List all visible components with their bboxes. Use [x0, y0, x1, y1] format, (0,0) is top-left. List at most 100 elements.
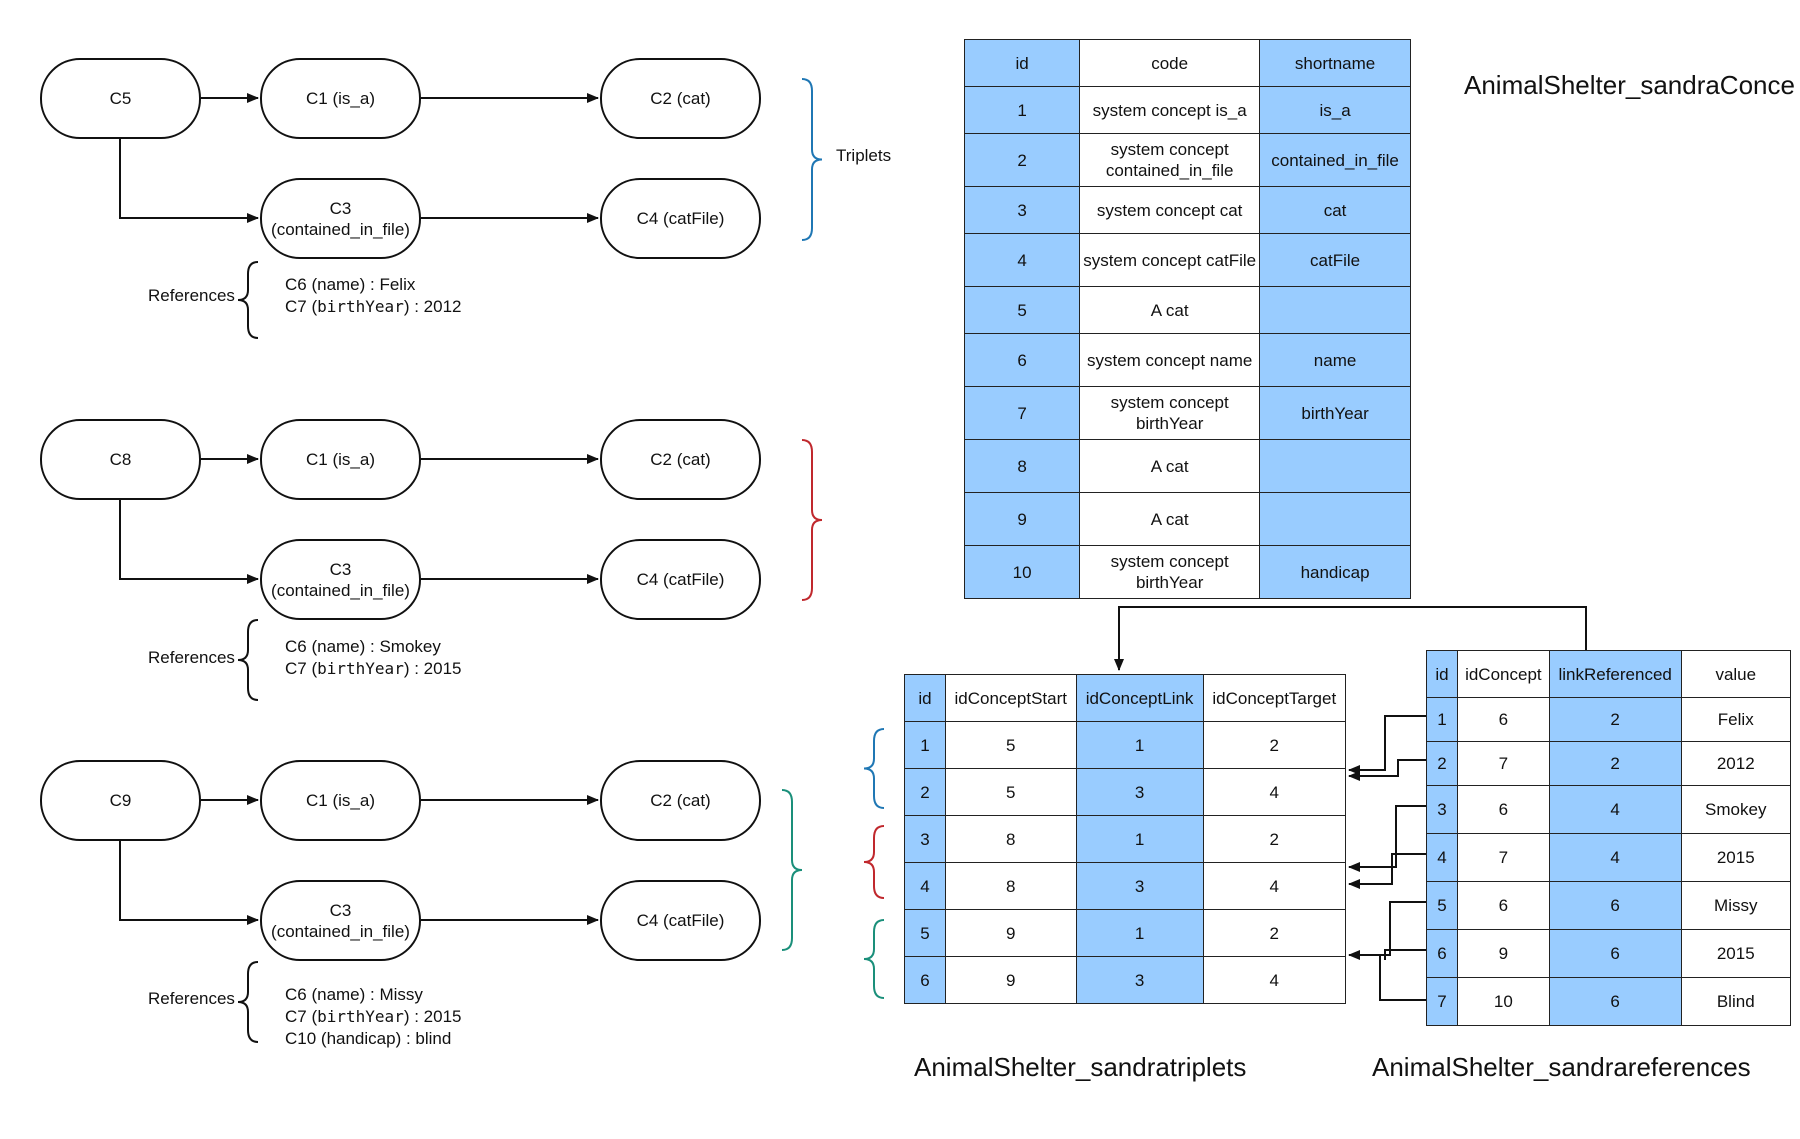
- table-cell: system concept contained_in_file: [1079, 133, 1261, 187]
- table-cell: cat: [1259, 186, 1411, 234]
- reference-mono: birthYear: [317, 297, 404, 316]
- connector-arrow: [1114, 606, 1587, 671]
- table-cell: 8: [963, 439, 1081, 493]
- table-cell: 2: [1548, 697, 1682, 742]
- reference-text: ) : 2012: [403, 297, 462, 316]
- node-label: C4 (catFile): [636, 570, 725, 589]
- table-cell: 10: [963, 545, 1081, 599]
- table-cell: 3: [1426, 785, 1458, 834]
- curly-brace: [863, 919, 885, 999]
- catfile-node: C4 (catFile): [600, 178, 761, 259]
- table-cell: 3: [963, 186, 1081, 234]
- table-cell: 1: [1075, 909, 1204, 957]
- table-cell: 3: [1075, 956, 1204, 1004]
- table-cell: Blind: [1680, 977, 1792, 1026]
- table-cell: A cat: [1079, 286, 1261, 334]
- node-label: (contained_in_file): [271, 219, 410, 239]
- node-label: C1 (is_a): [306, 791, 375, 810]
- reference-text: C6 (name) : Missy: [285, 985, 423, 1004]
- table-cell: handicap: [1259, 545, 1411, 599]
- table-cell: A cat: [1079, 492, 1261, 546]
- table-cell: [1259, 439, 1411, 493]
- node-label: C2 (cat): [650, 450, 711, 469]
- table-cell: 2015: [1680, 929, 1792, 978]
- table-cell: 1: [1075, 815, 1204, 863]
- table-cell: 6: [1548, 977, 1682, 1026]
- table-cell: 5: [944, 768, 1077, 816]
- connector-arrow: [1348, 853, 1426, 889]
- table-cell: 9: [1456, 929, 1550, 978]
- node-label: C4 (catFile): [636, 911, 725, 930]
- curly-brace: [801, 78, 823, 241]
- table-cell: 4: [963, 233, 1081, 287]
- node-label: C3: [329, 900, 352, 920]
- triplets-label: Triplets: [836, 146, 892, 165]
- table-cell: 9: [963, 492, 1081, 546]
- table-cell: 4: [1202, 862, 1347, 910]
- table-header-cell: linkReferenced: [1548, 650, 1682, 698]
- catfile-node: C4 (catFile): [600, 539, 761, 620]
- reference-text: ) : 2015: [403, 659, 462, 678]
- catfile-node: C4 (catFile): [600, 880, 761, 961]
- node-label: C1 (is_a): [306, 450, 375, 469]
- node-label: C1 (is_a): [306, 89, 375, 108]
- table-cell: name: [1259, 333, 1411, 387]
- table-cell: 5: [1426, 881, 1458, 930]
- node-label: C2 (cat): [650, 89, 711, 108]
- reference-text: ) : 2015: [403, 1007, 462, 1026]
- connector-arrow: [1348, 759, 1426, 781]
- reference-text: C7 (: [285, 659, 318, 678]
- node-label: (contained_in_file): [271, 921, 410, 941]
- table-cell: 4: [1426, 833, 1458, 882]
- node-label: C2 (cat): [650, 791, 711, 810]
- table-cell: 7: [963, 386, 1081, 440]
- table-cell: [1259, 286, 1411, 334]
- connector-line: [1384, 949, 1426, 960]
- table-cell: 4: [1202, 768, 1347, 816]
- table-cell: 8: [944, 815, 1077, 863]
- root-node-c9: C9: [40, 760, 201, 841]
- table-cell: contained_in_file: [1259, 133, 1411, 187]
- table-cell: 6: [1548, 929, 1682, 978]
- table-cell: 1: [1426, 697, 1458, 742]
- reference-entry: C6 (name) : Smokey: [285, 636, 461, 658]
- table-cell: 6: [1548, 881, 1682, 930]
- reference-mono: birthYear: [317, 659, 404, 678]
- reference-text: C7 (: [285, 297, 318, 316]
- table-cell: 5: [944, 721, 1077, 769]
- table-cell: 6: [1426, 929, 1458, 978]
- table-cell: 5: [904, 909, 946, 957]
- table-cell: 6: [1456, 881, 1550, 930]
- reference-entry: C10 (handicap) : blind: [285, 1028, 461, 1050]
- reference-mono: birthYear: [317, 1007, 404, 1026]
- contained-in-file-node: C3(contained_in_file): [260, 539, 421, 620]
- curly-brace: [781, 789, 803, 951]
- table-header-cell: shortname: [1259, 39, 1411, 87]
- table-header-cell: idConceptStart: [944, 674, 1077, 722]
- table-cell: 1: [904, 721, 946, 769]
- references-label: References: [148, 286, 235, 305]
- reference-text: C7 (: [285, 1007, 318, 1026]
- root-node-c8: C8: [40, 419, 201, 500]
- references-label: References: [148, 648, 235, 667]
- table-cell: 9: [944, 909, 1077, 957]
- table-cell: 7: [1456, 741, 1550, 786]
- node-label: C3: [329, 559, 352, 579]
